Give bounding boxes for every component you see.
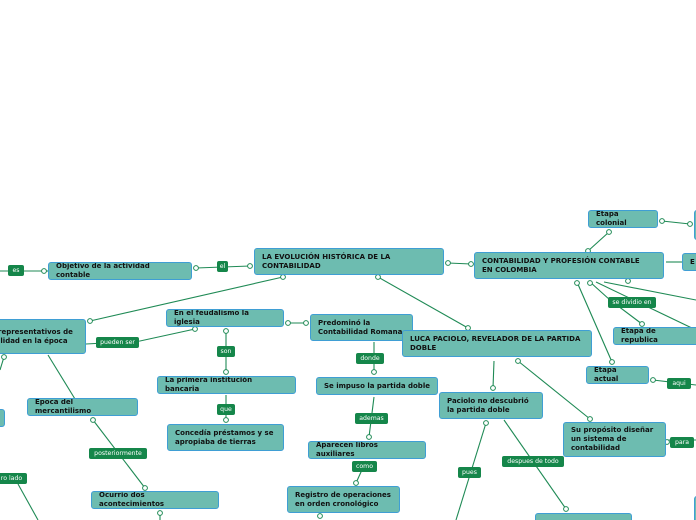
connector-dot: [223, 417, 229, 423]
label-pueden-ser: pueden ser: [96, 337, 139, 348]
connector-dot: [157, 510, 163, 516]
label-el: el: [217, 261, 228, 272]
connector-dot: [193, 265, 199, 271]
node-mercantilismo[interactable]: Época del mercantilismo: [27, 398, 138, 416]
label-que: que: [217, 404, 235, 415]
node-partial-e[interactable]: E: [682, 253, 696, 271]
label-es: es: [8, 265, 24, 276]
connector-dot: [371, 369, 377, 375]
node-institucion-bancaria[interactable]: La primera institución bancaria: [157, 376, 296, 394]
connector-dot: [650, 377, 656, 383]
node-prestamos[interactable]: Concedía préstamos y se apropiaba de tie…: [167, 424, 284, 451]
connector-dot: [606, 229, 612, 235]
node-etapa-republica[interactable]: Etapa de republica: [613, 327, 696, 345]
node-objetivo[interactable]: Objetivo de la actividad contable: [48, 262, 192, 280]
node-ocurrio-acontecimientos[interactable]: Ocurrio dos acontecimientos: [91, 491, 219, 509]
connector-dot: [587, 280, 593, 286]
connector-dot: [192, 326, 198, 332]
label-pues: pues: [458, 467, 481, 478]
connector-dot: [142, 485, 148, 491]
label-donde: donde: [356, 353, 384, 364]
connector-dot: [574, 280, 580, 286]
connector-dot: [609, 359, 615, 365]
connector-dot: [490, 385, 496, 391]
label-aqui: aqui: [667, 378, 691, 389]
connector-dot: [1, 354, 7, 360]
connector-dot: [587, 416, 593, 422]
connector-dot: [87, 318, 93, 324]
connector-dot: [659, 218, 665, 224]
connector-dot: [375, 274, 381, 280]
connector-dot: [445, 260, 451, 266]
connector-dot: [563, 506, 569, 512]
node-partial-left[interactable]: [0, 409, 5, 427]
connector-dot: [317, 513, 323, 519]
label-son: son: [217, 346, 235, 357]
label-como: como: [352, 461, 377, 472]
connector-dot: [303, 320, 309, 326]
node-etapa-colonial[interactable]: Etapa colonial: [588, 210, 658, 228]
connector-dot: [280, 274, 286, 280]
connector-dot: [223, 328, 229, 334]
label-despues-de-todo: despues de todo: [502, 456, 564, 467]
node-paciolo-no-descubrio[interactable]: Paciolo no descubrió la partida doble: [439, 392, 543, 419]
label-se-dividio-en: se dividio en: [608, 297, 656, 308]
connector-dot: [687, 221, 693, 227]
connector-dot: [285, 320, 291, 326]
node-main-topic[interactable]: LA EVOLUCIÓN HISTÓRICA DE LA CONTABILIDA…: [254, 248, 444, 275]
connector-dot: [468, 261, 474, 267]
connector-dot: [223, 369, 229, 375]
label-otro-lado: ro lado: [0, 473, 27, 484]
connector-dot: [639, 321, 645, 327]
node-luca-paciolo[interactable]: LUCA PACIOLO, REVELADOR DE LA PARTIDA DO…: [402, 330, 592, 357]
label-ademas: ademas: [355, 413, 388, 424]
node-feudalismo[interactable]: En el feudalismo la iglesia: [166, 309, 284, 327]
connector-dot: [353, 480, 359, 486]
connector-dot: [483, 420, 489, 426]
connector-dot: [515, 358, 521, 364]
node-predomino[interactable]: Predominó la Contabilidad Romana: [310, 314, 413, 341]
connector-dot: [90, 417, 96, 423]
connector-dot: [625, 278, 631, 284]
node-libros-auxiliares[interactable]: Aparecen libros auxiliares: [308, 441, 426, 459]
connector-dot: [247, 263, 253, 269]
node-partial-bottom-right[interactable]: [694, 496, 696, 520]
label-para: para: [670, 437, 694, 448]
node-impuso-partida-doble[interactable]: Se impuso la partida doble: [316, 377, 438, 395]
node-partial-bottom[interactable]: [535, 513, 632, 520]
node-registro-operaciones[interactable]: Registro de operaciones en orden cronoló…: [287, 486, 400, 513]
node-etapa-actual[interactable]: Etapa actual: [586, 366, 649, 384]
label-posteriormente: posteriormente: [89, 448, 147, 459]
node-colombia[interactable]: CONTABILIDAD Y PROFESIÓN CONTABLE EN COL…: [474, 252, 664, 279]
connector-dot: [41, 268, 47, 274]
node-partial-right[interactable]: [694, 210, 696, 240]
node-representativos[interactable]: representativos de ilidad en la época: [0, 319, 86, 354]
node-proposito[interactable]: Su propósito diseñar un sistema de conta…: [563, 422, 666, 457]
connector-dot: [366, 434, 372, 440]
